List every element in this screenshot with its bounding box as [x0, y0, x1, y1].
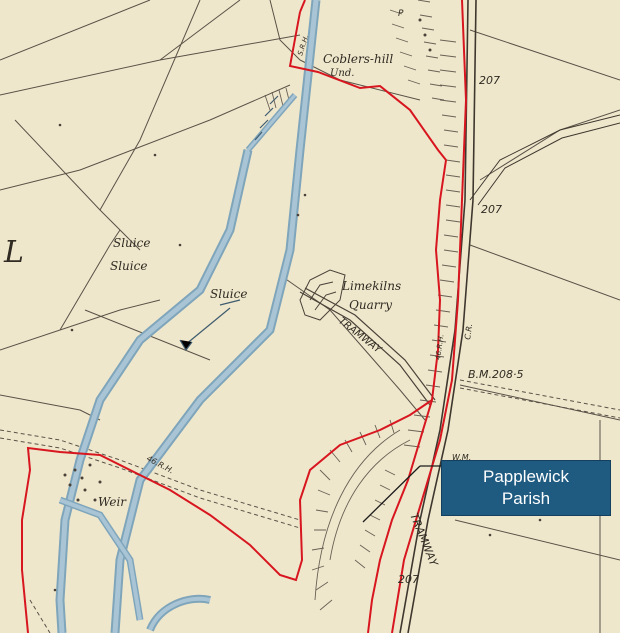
- papplewick-parish-callout[interactable]: Papplewick Parish: [441, 460, 611, 516]
- label-spot-height-207-a: 207: [479, 74, 500, 87]
- sluice-marks: [179, 95, 279, 352]
- tramway-line: [299, 287, 436, 406]
- label-coblers-hill: Coblers-hill: [323, 52, 393, 66]
- callout-leader-line: [362, 465, 421, 523]
- label-wm: W.M.: [452, 453, 471, 462]
- railway-branch: [469, 114, 620, 206]
- label-edge-letter: L: [3, 235, 24, 270]
- label-sluice-3: Sluice: [210, 287, 247, 301]
- label-benchmark: B.M.208·5: [468, 368, 524, 381]
- label-spot-height-207-c: 207: [398, 573, 419, 586]
- roads: [0, 379, 620, 633]
- label-p-mark: P: [398, 9, 404, 19]
- label-und: Und.: [330, 68, 354, 79]
- railway-main: [399, 0, 477, 633]
- woodland-symbols: [53, 18, 542, 592]
- limekilns-quarry: [299, 269, 346, 321]
- label-spot-height-207-b: 207: [481, 203, 502, 216]
- label-rh-rail: 46.R.H.: [434, 334, 446, 361]
- label-sluice-1: Sluice: [113, 236, 150, 250]
- callout-line-2: Parish: [501, 489, 551, 508]
- label-cr: C.R.: [463, 323, 474, 340]
- callout-line-1: Papplewick: [483, 467, 569, 486]
- canal-water: [55, 0, 321, 633]
- cutting-hachures: [311, 419, 411, 611]
- parish-boundary: [21, 0, 468, 633]
- label-sluice-2: Sluice: [110, 259, 147, 273]
- label-quarry: Quarry: [349, 298, 392, 312]
- label-weir: Weir: [98, 495, 127, 509]
- label-limekilns: Limekilns: [341, 279, 401, 293]
